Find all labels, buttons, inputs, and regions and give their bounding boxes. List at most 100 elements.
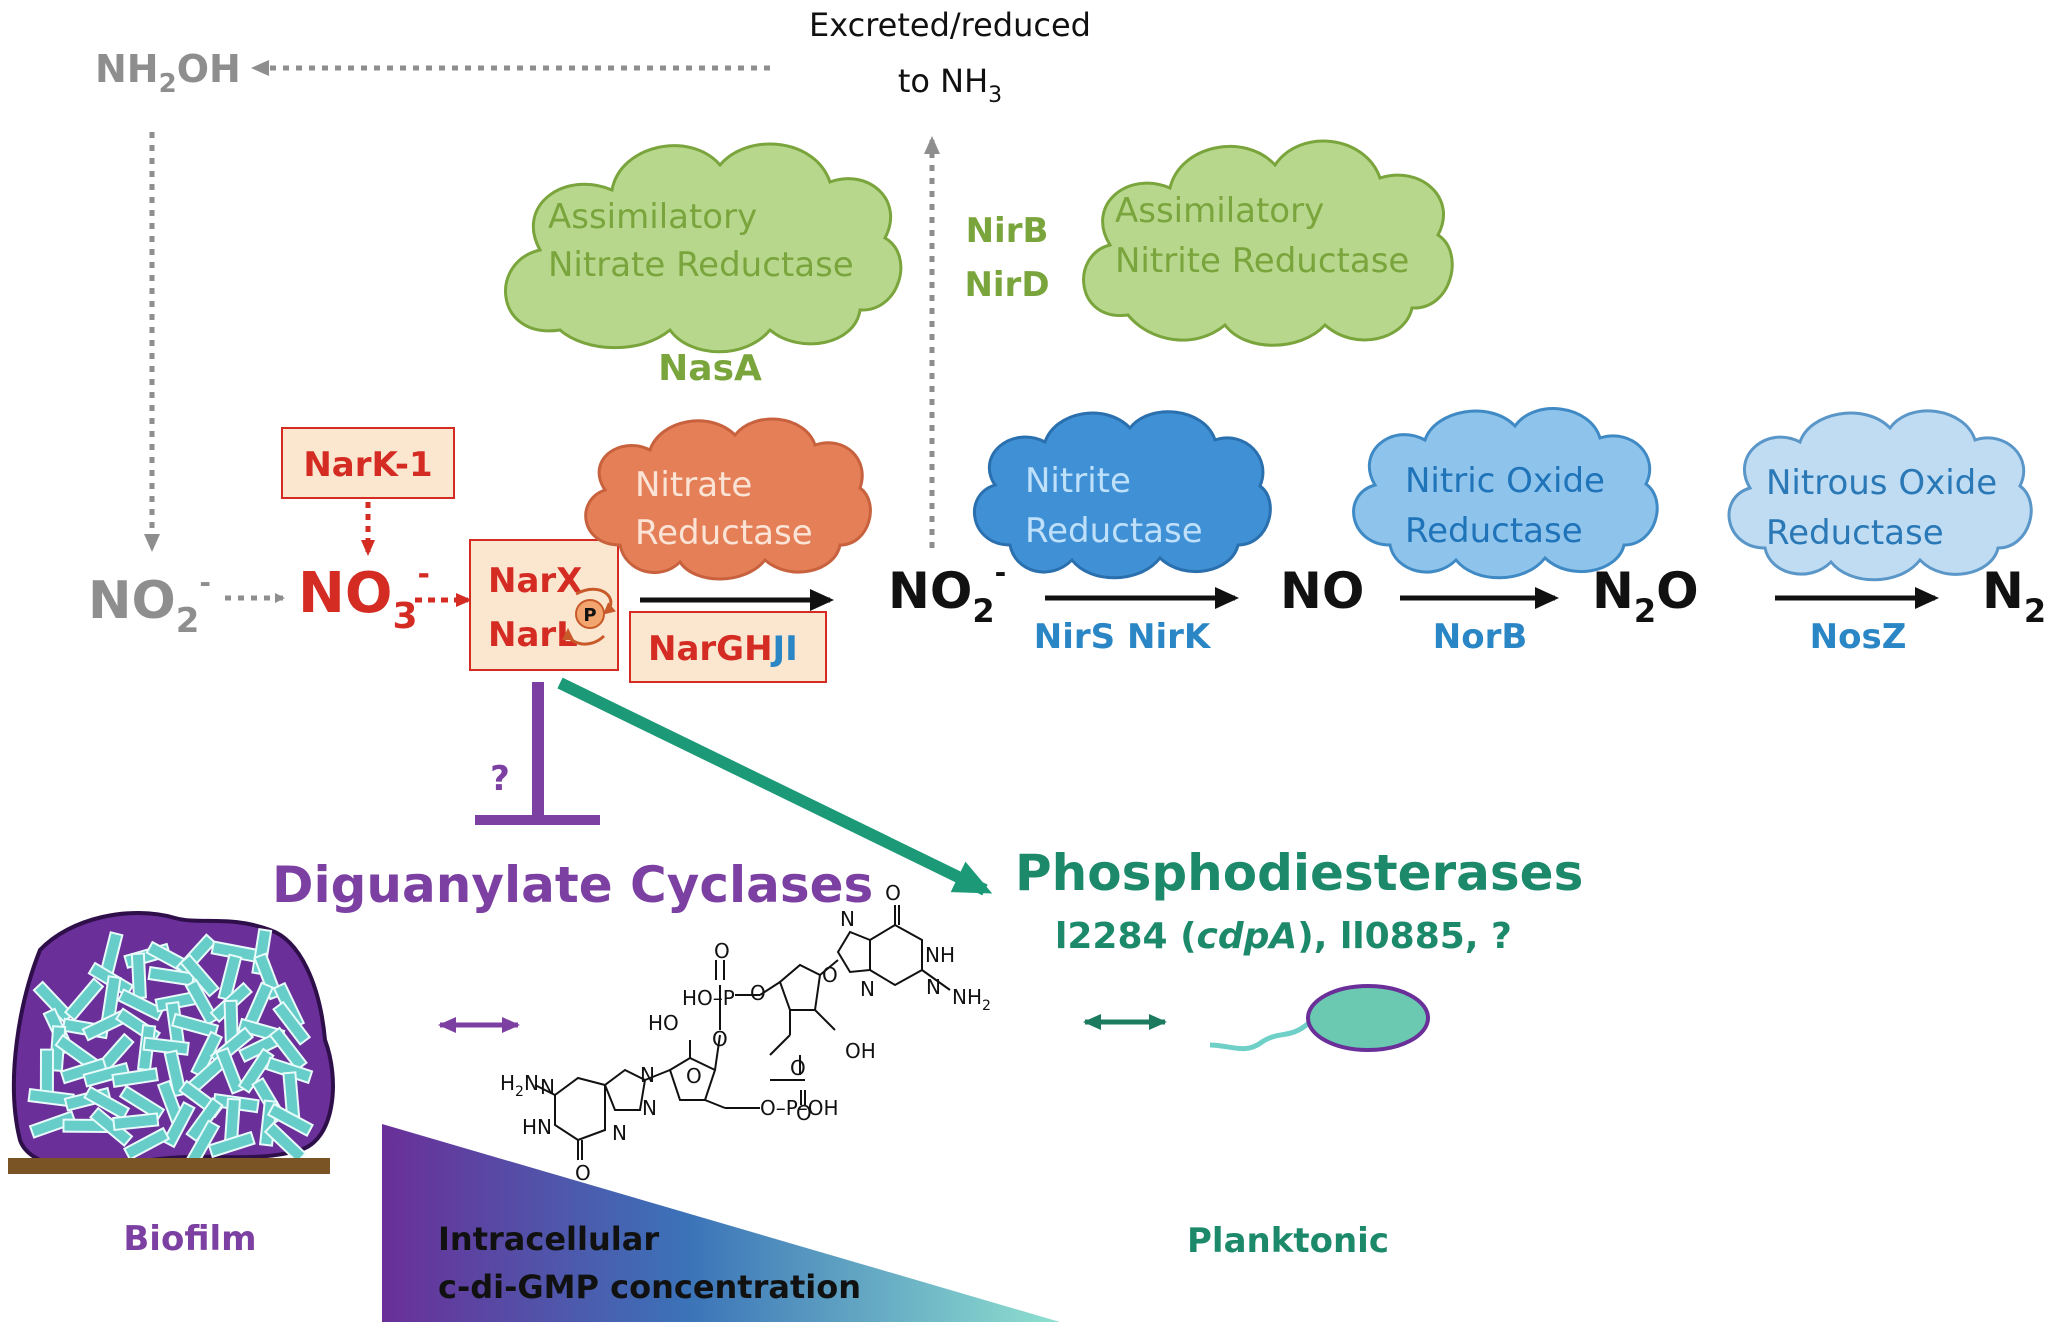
biofilm-illustration [8,911,335,1174]
bacterium-rod [272,1000,312,1046]
svg-text:P: P [583,605,596,626]
svg-text:O: O [686,1064,702,1088]
planktonic-label: Planktonic [1187,1221,1389,1261]
assimilatory-nitrite-reductase-cloud: Assimilatory Nitrite Reductase [1082,139,1454,347]
svg-text:NarL: NarL [488,615,578,655]
bacterium-rod [268,1026,308,1072]
svg-text:O: O [750,981,766,1005]
gradient-label-line2: c-di-GMP concentration [438,1268,861,1306]
no-label: NO [1280,562,1364,620]
flagellum [1209,1020,1312,1052]
bacterium-rod [171,1012,220,1039]
bacterium-rod [163,1049,188,1098]
phosphodiesterases-label: Phosphodiesterases [1015,844,1583,902]
svg-text:Nitrate: Nitrate [635,465,752,505]
svg-text:N: N [926,975,941,999]
svg-text:Nitrate Reductase: Nitrate Reductase [548,245,854,285]
svg-text:Reductase: Reductase [1405,511,1583,551]
bacterium-rod [39,1048,55,1095]
svg-text:HO–P: HO–P [682,986,735,1010]
bacterium-rod [266,1102,314,1137]
svg-text:Nitric Oxide: Nitric Oxide [1405,461,1605,501]
svg-text:Nitrous Oxide: Nitrous Oxide [1766,463,1997,503]
bacterium-rod [179,953,220,998]
biofilm-surface [8,1158,330,1174]
bacterium-rod [237,1047,275,1094]
nirb-label: NirB [966,211,1049,251]
bacterium-rod [28,1110,77,1139]
bacterium-rod [207,1130,256,1159]
svg-text:N: N [540,1075,555,1099]
norb-label: NorB [1433,617,1528,657]
biofilm-label: Biofilm [123,1219,256,1259]
svg-text:OH: OH [845,1039,876,1063]
nird-label: NirD [964,265,1049,305]
bacterium-rod [161,1101,196,1149]
no2-right-label: NO2- [888,556,1006,630]
svg-text:O: O [796,1101,812,1125]
c-di-gmp-atoms: O NH NH2 N N N O HO–P O O O HO OH O O–P–… [500,881,991,1185]
bacterium-rod [111,1067,159,1088]
diguanylate-cyclases-label: Diguanylate Cyclases [272,856,873,914]
svg-text:NH2: NH2 [952,985,991,1014]
svg-text:NarGHJI: NarGHJI [648,629,798,669]
bacterium-rod [184,978,220,1026]
svg-text:Reductase: Reductase [1025,511,1203,551]
nirs-nirk-label: NirS NirK [1034,617,1212,657]
nitric-oxide-reductase-cloud: Nitric Oxide Reductase [1352,407,1659,580]
bacterium-rod [130,952,147,1000]
svg-text:O–P–OH: O–P–OH [760,1096,839,1120]
n2o-label: N2O [1592,562,1699,630]
svg-text:O: O [575,1161,591,1185]
svg-text:NarK-1: NarK-1 [303,445,432,485]
activation-arrow [557,677,993,896]
bacterium-rod [118,1084,166,1122]
svg-text:O: O [822,963,838,987]
bacterium-rod [147,966,196,987]
svg-text:O: O [790,1056,806,1080]
bacterium-rod [215,1046,245,1095]
no2-left-label: NO2- [88,566,211,641]
svg-text:Nitrite Reductase: Nitrite Reductase [1115,241,1409,281]
svg-text:O: O [712,1027,728,1051]
svg-text:H2N: H2N [500,1071,539,1100]
to-nh3-label: to NH3 [898,62,1002,108]
gradient-label-line1: Intracellular [438,1220,659,1258]
svg-text:NarX: NarX [488,561,582,601]
svg-text:Assimilatory: Assimilatory [548,197,757,237]
bacterium-rod [117,988,165,1022]
nosz-label: NosZ [1810,617,1907,657]
narxl-box: NarX NarL P [469,539,619,671]
bacterium-rod [112,1112,160,1132]
nark1-box: NarK-1 [281,427,455,499]
bacterium-rod [263,1121,307,1164]
biofilm-bacteria [27,927,314,1167]
no3-label: NO3- [298,557,430,637]
svg-text:O: O [714,939,730,963]
narghji-box: NarGHJI [629,611,827,683]
c-di-gmp-molecule [534,905,951,1160]
svg-text:HO: HO [648,1011,679,1035]
inhibition-question: ? [490,759,510,799]
c-di-gmp-gradient [382,1124,1060,1322]
pde-genes-label: l2284 (cdpA), ll0885, ? [1055,916,1512,957]
nitrite-reductase-cloud: Nitrite Reductase [972,410,1272,580]
bacterium-rod [83,1085,131,1121]
svg-text:N: N [640,1063,655,1087]
bacterium-rod [123,1126,171,1161]
svg-text:N: N [840,907,855,931]
svg-text:N: N [612,1121,627,1145]
bacterium-rod [32,980,75,1024]
svg-text:Reductase: Reductase [635,513,813,553]
svg-text:NH: NH [925,943,955,967]
nh2oh-label: NH2OH [95,47,241,99]
svg-text:Reductase: Reductase [1766,513,1944,553]
svg-text:N: N [642,1096,657,1120]
assimilatory-nitrate-reductase-cloud: Assimilatory Nitrate Reductase [504,142,903,354]
svg-text:N: N [860,977,875,1001]
bacterium-rod [82,1061,131,1088]
bacterium-rod [63,977,105,1022]
planktonic-bacterium [1209,984,1430,1052]
nitrate-reductase-cloud: Nitrate Reductase [584,417,872,581]
